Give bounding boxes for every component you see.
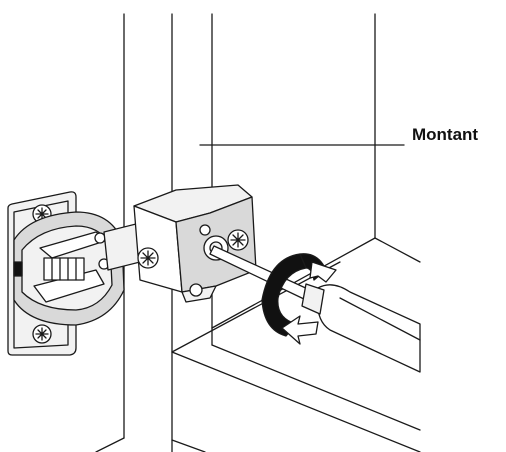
screwdriver bbox=[209, 245, 421, 373]
hinge-connecting-arm bbox=[103, 223, 141, 271]
floor-line-2 bbox=[171, 439, 206, 452]
door-bottom-edge bbox=[95, 437, 125, 452]
floor-line-1 bbox=[171, 351, 421, 452]
rotation-arrow-lower-icon bbox=[281, 315, 319, 345]
hinge-plate-inner-edge bbox=[13, 200, 69, 349]
screwdriver-handle bbox=[316, 284, 421, 373]
montant-label: Montant bbox=[412, 125, 479, 144]
plate-bottom-screw-slot bbox=[35, 327, 49, 341]
block-bottom-screw bbox=[189, 283, 203, 297]
plate-top-screw-slot bbox=[35, 207, 49, 221]
shelf-back-edge bbox=[374, 237, 421, 263]
floor-line-3 bbox=[211, 344, 421, 431]
block-side-screw-slot bbox=[230, 232, 246, 248]
hinge-slot-left bbox=[13, 261, 23, 277]
mounting-block bbox=[133, 184, 257, 303]
handle-groove bbox=[339, 297, 421, 341]
hinge-spring bbox=[43, 257, 85, 281]
block-front-screw-slot bbox=[140, 250, 156, 266]
rotation-arrow-upper-icon bbox=[309, 261, 337, 283]
pivot-pin-upper bbox=[94, 232, 106, 244]
hinge-plate bbox=[7, 191, 141, 356]
screwdriver-ferrule bbox=[301, 283, 325, 315]
block-top-indicator bbox=[199, 224, 211, 236]
cabinet-structure bbox=[95, 13, 421, 452]
